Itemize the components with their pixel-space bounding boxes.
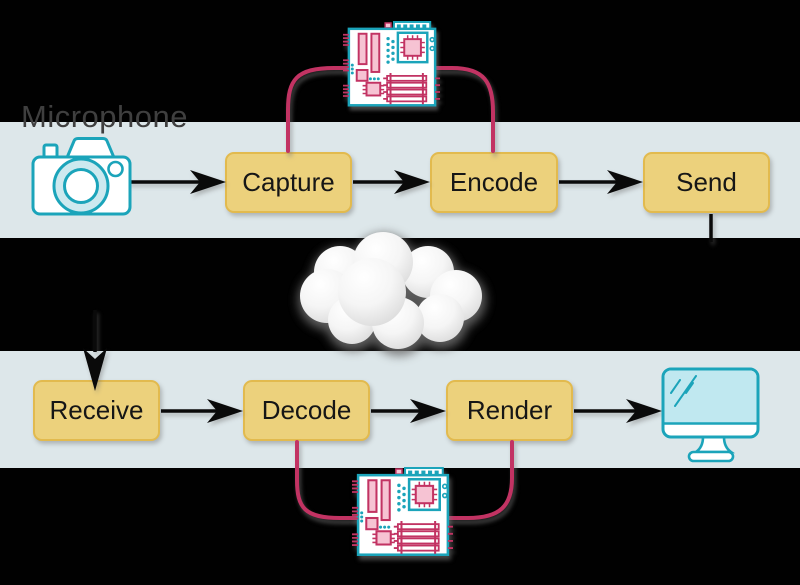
- node-receive-label: Receive: [49, 395, 144, 425]
- node-render: Render: [446, 380, 573, 441]
- circuit-board-icon-bottom: [350, 466, 455, 556]
- node-decode: Decode: [243, 380, 370, 441]
- node-encode-label: Encode: [449, 167, 539, 197]
- circuit-board-icon-top: [341, 20, 442, 107]
- node-capture-label: Capture: [242, 167, 335, 197]
- node-send: Send: [643, 152, 770, 213]
- node-encode: Encode: [430, 152, 558, 213]
- cloud-icon: [298, 232, 486, 356]
- node-receive: Receive: [33, 380, 160, 441]
- node-render-label: Render: [466, 395, 553, 425]
- node-send-label: Send: [676, 167, 737, 197]
- node-capture: Capture: [225, 152, 352, 213]
- source-device-label: Microphone: [21, 99, 188, 134]
- node-decode-label: Decode: [261, 395, 352, 425]
